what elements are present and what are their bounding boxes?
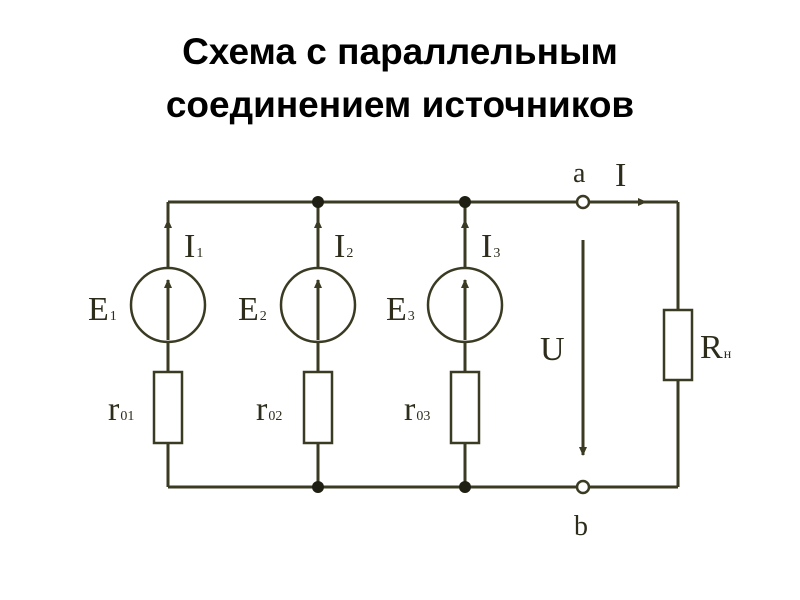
- terminal-a: [575, 194, 591, 210]
- emf-label-1: E1: [88, 291, 117, 328]
- source-branch-2: [279, 202, 357, 487]
- internal-resistor-2: [302, 370, 334, 445]
- current-label-3: I3: [481, 228, 500, 265]
- source-branch-1: [129, 202, 207, 487]
- slide-title-line-1: Схема с параллельным: [182, 31, 618, 72]
- terminal-b: [575, 479, 591, 495]
- emf-label-2: E2: [238, 291, 267, 328]
- junction-dot-bottom-2: [312, 481, 324, 493]
- load-current-label: I: [615, 157, 626, 194]
- junction-dot-bottom-3: [459, 481, 471, 493]
- junction-dot-top-3: [459, 196, 471, 208]
- terminal-b-label: b: [574, 511, 588, 542]
- internal-resistor-1: [152, 370, 184, 445]
- emf-label-3: E3: [386, 291, 415, 328]
- load-branch: [662, 202, 694, 487]
- current-label-2: I2: [334, 228, 353, 265]
- resistor-label-3: r03: [404, 391, 430, 428]
- internal-resistor-3: [449, 370, 481, 445]
- voltage-label: U: [540, 331, 565, 368]
- junction-dot-top-2: [312, 196, 324, 208]
- resistor-label-2: r02: [256, 391, 282, 428]
- source-branch-3: [426, 202, 504, 487]
- current-label-1: I1: [184, 228, 203, 265]
- resistor-label-1: r01: [108, 391, 134, 428]
- slide-title-line-2: соединением источников: [165, 84, 635, 125]
- load-resistor-label: Rн: [700, 329, 732, 366]
- terminal-a-label: a: [573, 158, 586, 189]
- load-resistor: [662, 308, 694, 382]
